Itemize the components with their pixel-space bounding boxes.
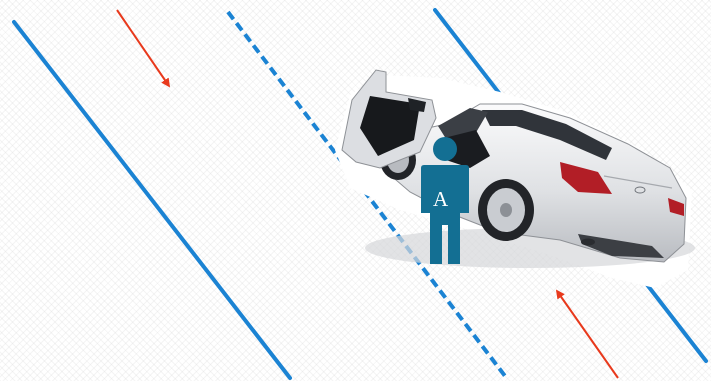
direction-arrow-up	[557, 291, 618, 378]
direction-arrow-down	[117, 10, 169, 86]
person-label: A	[433, 187, 449, 211]
lane-line-left	[14, 22, 290, 378]
car-icon	[335, 70, 695, 288]
